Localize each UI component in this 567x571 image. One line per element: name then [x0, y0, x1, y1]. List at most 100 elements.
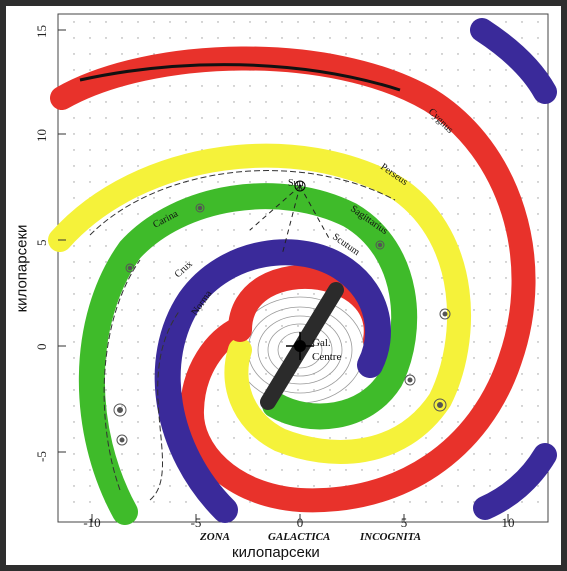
grid-dot	[313, 469, 315, 471]
grid-dot	[121, 341, 123, 343]
grid-dot	[89, 53, 91, 55]
grid-dot	[489, 341, 491, 343]
grid-dot	[201, 261, 203, 263]
grid-dot	[505, 261, 507, 263]
grid-dot	[121, 53, 123, 55]
grid-dot	[425, 165, 427, 167]
grid-dot	[233, 181, 235, 183]
grid-dot	[329, 133, 331, 135]
grid-dot	[441, 69, 443, 71]
grid-dot	[153, 437, 155, 439]
grid-dot	[73, 133, 75, 135]
grid-dot	[137, 437, 139, 439]
grid-dot	[201, 37, 203, 39]
grid-dot	[473, 117, 475, 119]
grid-dot	[265, 309, 267, 311]
red-arm-outer-dark-core	[79, 63, 401, 92]
grid-dot	[73, 309, 75, 311]
grid-dot	[473, 101, 475, 103]
grid-dot	[281, 101, 283, 103]
grid-dot	[361, 341, 363, 343]
grid-dot	[153, 293, 155, 295]
grid-dot	[521, 165, 523, 167]
grid-dot	[121, 101, 123, 103]
grid-dot	[473, 485, 475, 487]
grid-dot	[377, 213, 379, 215]
grid-dot	[121, 469, 123, 471]
x-tick-0: 0	[297, 515, 304, 530]
grid-dot	[329, 229, 331, 231]
grid-dot	[441, 181, 443, 183]
grid-dot	[249, 85, 251, 87]
grid-dot	[505, 277, 507, 279]
grid-dot	[457, 485, 459, 487]
grid-dot	[169, 85, 171, 87]
grid-dot	[137, 469, 139, 471]
grid-dot	[537, 21, 539, 23]
grid-dot	[121, 133, 123, 135]
grid-dot	[457, 469, 459, 471]
grid-dot	[217, 229, 219, 231]
grid-dot	[281, 293, 283, 295]
grid-dot	[329, 485, 331, 487]
grid-dot	[313, 101, 315, 103]
grid-dot	[409, 405, 411, 407]
grid-dot	[489, 197, 491, 199]
grid-dot	[89, 21, 91, 23]
grid-dot	[393, 21, 395, 23]
grid-dot	[329, 37, 331, 39]
grid-dot	[153, 453, 155, 455]
grid-dot	[233, 437, 235, 439]
grid-dot	[297, 21, 299, 23]
grid-dot	[281, 469, 283, 471]
grid-dot	[441, 85, 443, 87]
grid-dot	[393, 213, 395, 215]
grid-dot	[505, 85, 507, 87]
label-crux: Crux	[173, 259, 195, 281]
grid-dot	[89, 245, 91, 247]
grid-dot	[345, 37, 347, 39]
grid-dot	[169, 133, 171, 135]
grid-dot	[153, 37, 155, 39]
grid-dot	[489, 309, 491, 311]
grid-dot	[105, 165, 107, 167]
grid-dot	[361, 245, 363, 247]
grid-dot	[185, 149, 187, 151]
grid-dot	[377, 149, 379, 151]
grid-dot	[441, 149, 443, 151]
grid-dot	[441, 341, 443, 343]
grid-dot	[297, 213, 299, 215]
grid-dot	[73, 181, 75, 183]
grid-dot	[105, 181, 107, 183]
sun-rays	[249, 185, 331, 256]
grid-dot	[457, 53, 459, 55]
grid-dot	[505, 101, 507, 103]
grid-dot	[457, 85, 459, 87]
grid-dot	[217, 181, 219, 183]
grid-dot	[537, 165, 539, 167]
grid-dot	[505, 469, 507, 471]
grid-dot	[425, 341, 427, 343]
grid-dot	[121, 405, 123, 407]
grid-dot	[409, 229, 411, 231]
grid-dot	[169, 293, 171, 295]
grid-dot	[361, 101, 363, 103]
grid-dot	[185, 85, 187, 87]
grid-dot	[345, 469, 347, 471]
grid-dot	[217, 85, 219, 87]
grid-dot	[489, 453, 491, 455]
grid-dot	[329, 469, 331, 471]
grid-dot	[537, 373, 539, 375]
grid-dot	[377, 469, 379, 471]
grid-dot	[153, 421, 155, 423]
grid-dot	[377, 117, 379, 119]
grid-dot	[249, 101, 251, 103]
grid-dot	[73, 501, 75, 503]
grid-dot	[425, 389, 427, 391]
grid-dot	[265, 229, 267, 231]
grid-dot	[361, 469, 363, 471]
grid-dot	[121, 229, 123, 231]
grid-dot	[265, 469, 267, 471]
grid-dot	[345, 437, 347, 439]
